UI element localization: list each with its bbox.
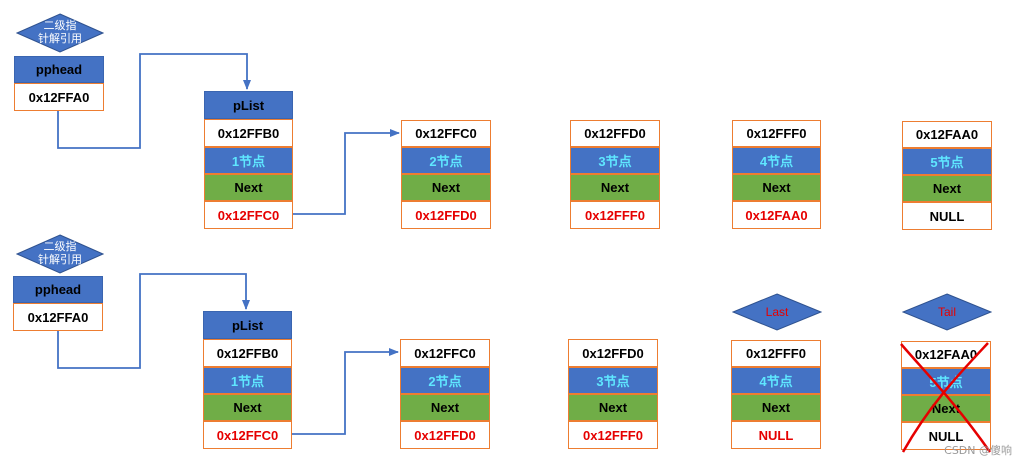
node-next-label: Next [901, 395, 991, 422]
node-next-label: Next [401, 174, 491, 201]
node-next-label: Next [732, 174, 821, 201]
arrow-pphead-to-plist-bottom [57, 273, 250, 369]
node-address: 0x12FAA0 [902, 121, 992, 148]
node-next-pointer: 0x12FFC0 [203, 421, 292, 449]
node-next-pointer: 0x12FFF0 [568, 421, 658, 449]
node-next-pointer: 0x12FAA0 [732, 201, 821, 229]
node-next-pointer: 0x12FFD0 [401, 201, 491, 229]
plist-title-bottom: pList [203, 311, 292, 339]
arrow-pphead-to-plist-top [57, 53, 251, 149]
node-address: 0x12FFD0 [570, 120, 660, 147]
node-address: 0x12FFB0 [204, 119, 293, 147]
last-marker-diamond [732, 293, 822, 331]
node-value: 5节点 [902, 148, 992, 175]
diamond-dereference-bottom [16, 234, 104, 274]
node-address: 0x12FFC0 [401, 120, 491, 147]
node-value: 5节点 [901, 368, 991, 395]
diamond-dereference-top [16, 13, 104, 53]
plist-title-top: pList [204, 91, 293, 119]
tail-marker-diamond [902, 293, 992, 331]
tail-marker-label: Tail [937, 304, 956, 319]
node-next-label: Next [204, 174, 293, 201]
node-address: 0x12FFC0 [400, 339, 490, 367]
node-value: 1节点 [204, 147, 293, 174]
node-value: 3节点 [568, 367, 658, 394]
node-next-label: Next [568, 394, 658, 421]
diamond-line2: 针解引用 [38, 33, 82, 45]
last-marker-label: Last [765, 304, 789, 319]
node-next-pointer: 0x12FFD0 [400, 421, 490, 449]
pphead-value-bottom: 0x12FFA0 [13, 303, 103, 331]
node-next-pointer: NULL [731, 421, 821, 449]
pphead-title-bottom: pphead [13, 276, 103, 303]
node-next-label: Next [400, 394, 490, 421]
node-value: 2节点 [400, 367, 490, 394]
node-next-pointer: 0x12FFC0 [204, 201, 293, 229]
watermark: CSDN @傻响 [944, 444, 1012, 457]
diamond-label-top: 二级指 针解引用 [16, 13, 104, 53]
node-value: 3节点 [570, 147, 660, 174]
diamond-line2: 针解引用 [38, 254, 82, 266]
node-next-label: Next [902, 175, 992, 202]
node-address: 0x12FFF0 [732, 120, 821, 147]
node-next-label: Next [731, 394, 821, 421]
node-address: 0x12FAA0 [901, 341, 991, 368]
node-address: 0x12FFD0 [568, 339, 658, 367]
node-value: 2节点 [401, 147, 491, 174]
node-value: 1节点 [203, 367, 292, 394]
node-value: 4节点 [732, 147, 821, 174]
node-next-label: Next [570, 174, 660, 201]
diamond-label-bottom: 二级指 针解引用 [16, 234, 104, 274]
node-address: 0x12FFF0 [731, 340, 821, 367]
pphead-value-top: 0x12FFA0 [14, 83, 104, 111]
diamond-line1: 二级指 [43, 20, 77, 32]
arrow-node1-to-node2-top [293, 129, 400, 215]
node-next-pointer: 0x12FFF0 [570, 201, 660, 229]
node-next-pointer: NULL [902, 202, 992, 230]
diamond-line1: 二级指 [43, 241, 77, 253]
node-value: 4节点 [731, 367, 821, 394]
node-next-label: Next [203, 394, 292, 421]
arrow-node1-to-node2-bottom [292, 348, 399, 435]
pphead-title-top: pphead [14, 56, 104, 83]
node-address: 0x12FFB0 [203, 339, 292, 367]
